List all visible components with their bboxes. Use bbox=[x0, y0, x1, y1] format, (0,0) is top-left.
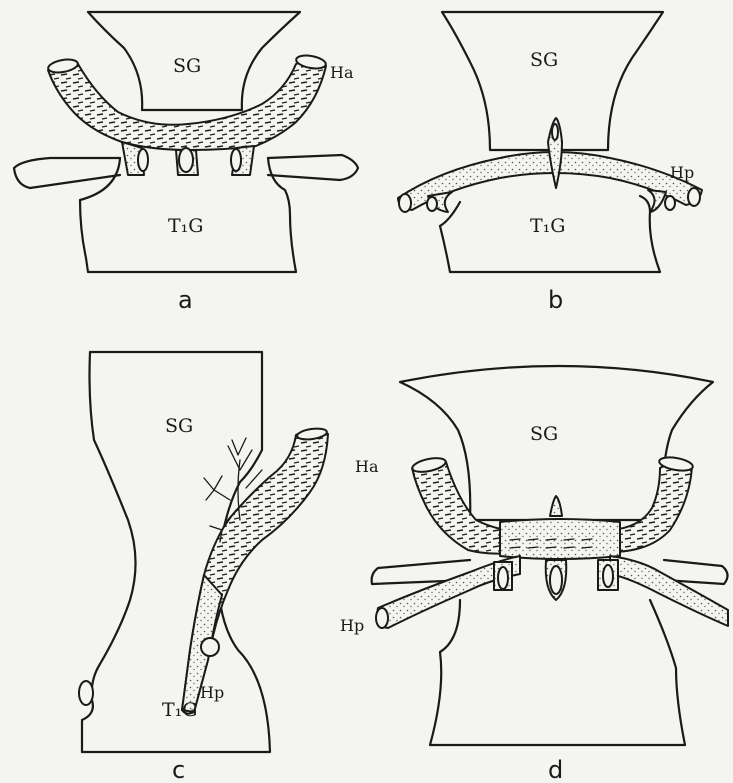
panel-a-sg-label: SG bbox=[173, 55, 201, 77]
panel-d-hp-right bbox=[610, 556, 728, 626]
panel-c-t1g-label: T₁G bbox=[162, 699, 197, 721]
panel-c-letter: c bbox=[172, 756, 185, 783]
panel-d-ha-label: Ha bbox=[355, 457, 379, 476]
panel-a-left-branch bbox=[14, 158, 120, 188]
panel-b: SG T₁G Hp b bbox=[398, 12, 702, 314]
panel-a-ramus-3 bbox=[231, 149, 241, 171]
panel-b-letter: b bbox=[548, 286, 563, 314]
panel-b-nerve-end-right bbox=[688, 188, 700, 206]
panel-c-side-opening bbox=[79, 681, 93, 705]
panel-c: SG T₁G Hp c bbox=[79, 352, 328, 783]
panel-d: SG Ha Hp d bbox=[340, 366, 728, 783]
panel-a-letter: a bbox=[178, 286, 193, 314]
panel-b-nerve-end-left bbox=[399, 194, 411, 212]
panel-a: SG T₁G Ha a bbox=[14, 12, 358, 314]
panel-a-ha-label: Ha bbox=[330, 63, 354, 82]
panel-a-ramus-2 bbox=[179, 148, 193, 172]
panel-a-right-branch bbox=[268, 155, 358, 180]
panel-d-ha-right bbox=[610, 462, 692, 552]
panel-b-sg-label: SG bbox=[530, 49, 558, 71]
panel-c-opening bbox=[201, 638, 219, 656]
panel-d-hp-label: Hp bbox=[340, 616, 364, 635]
panel-b-t1g-label: T₁G bbox=[530, 215, 565, 237]
panel-c-hp-label: Hp bbox=[200, 683, 224, 702]
panel-d-t1g-outline bbox=[430, 600, 685, 745]
panel-b-hp-label: Hp bbox=[670, 163, 694, 182]
panel-a-ramus-1 bbox=[138, 149, 148, 171]
panel-d-letter: d bbox=[548, 756, 563, 783]
panel-d-sg-label: SG bbox=[530, 423, 558, 445]
panel-a-t1g-label: T₁G bbox=[168, 215, 203, 237]
panel-c-sg-label: SG bbox=[165, 415, 193, 437]
